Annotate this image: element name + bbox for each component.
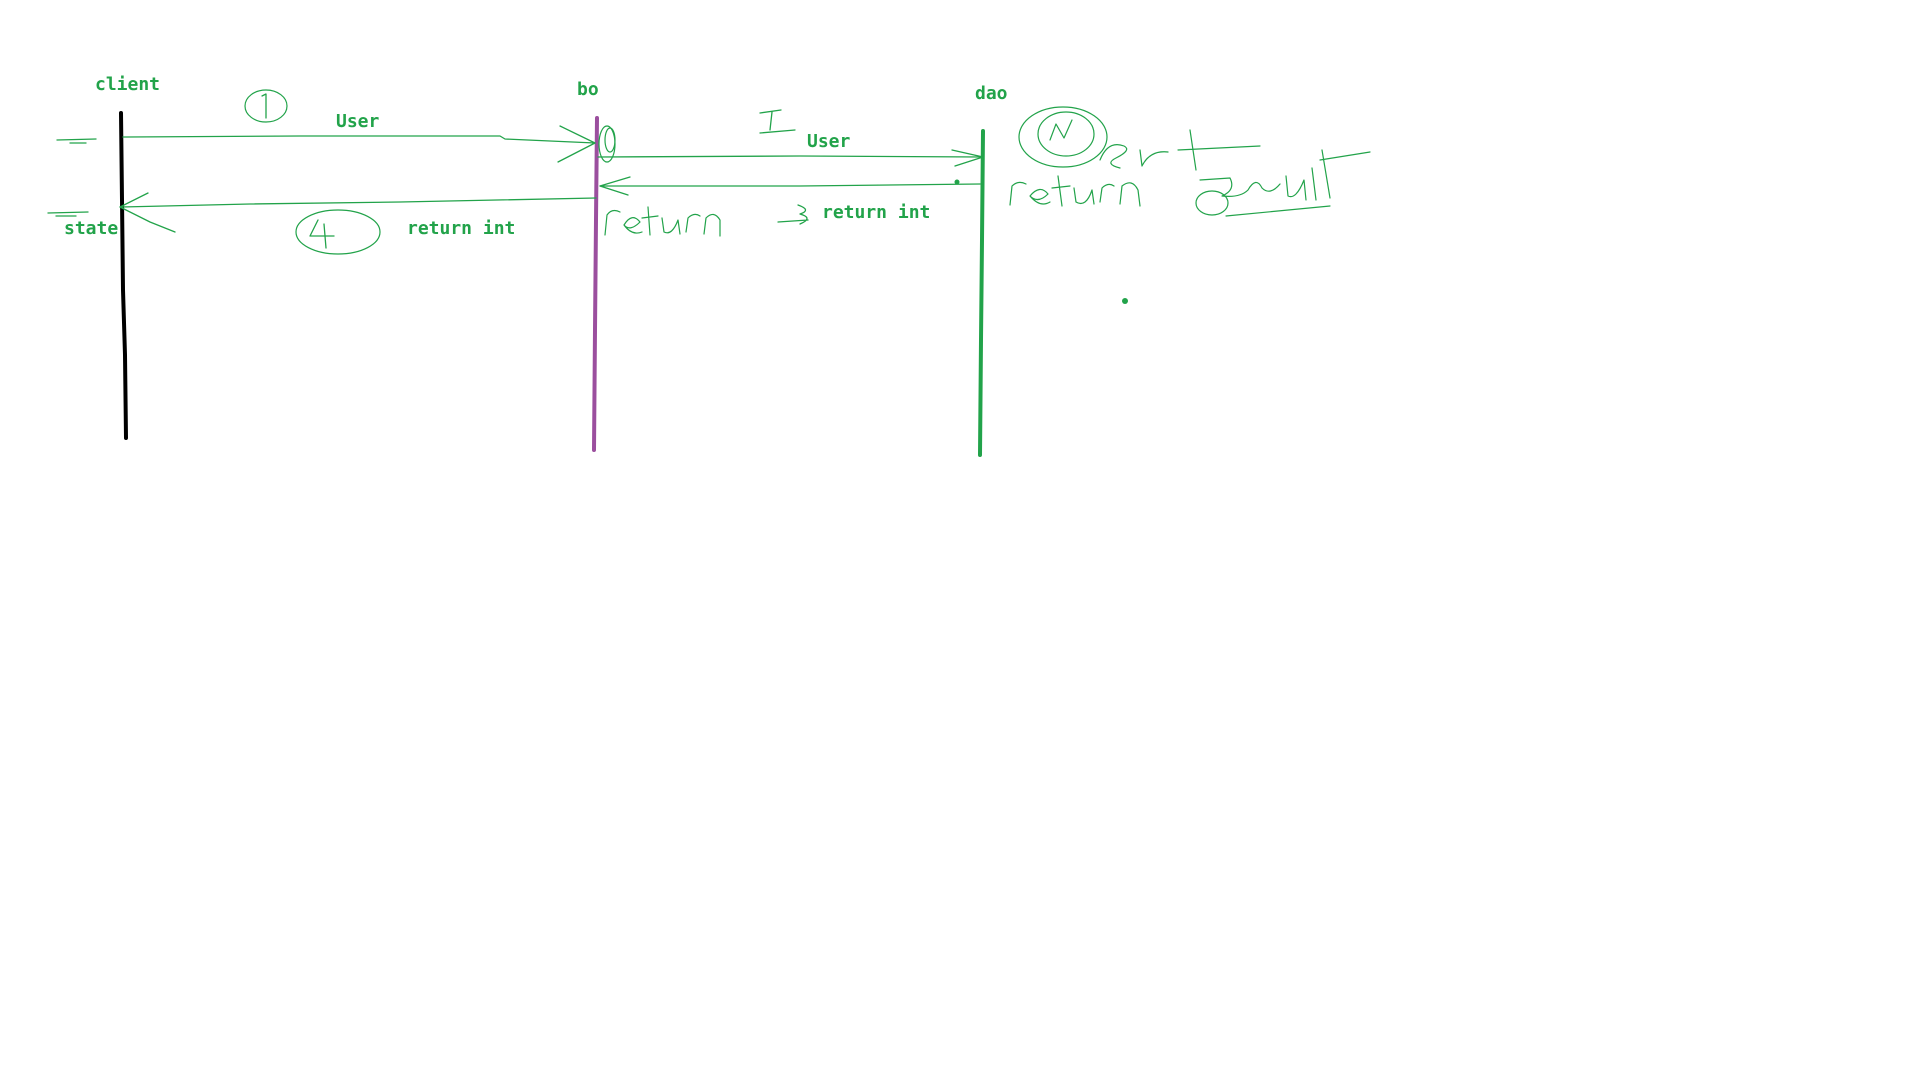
message-4-arrowhead	[119, 192, 176, 233]
message-4-arrow	[119, 197, 597, 208]
message-3-arrowhead	[599, 176, 631, 196]
message-1-number-mark: 1	[244, 89, 288, 123]
message-3-arrow	[599, 183, 981, 187]
message-1-arrow	[122, 135, 596, 144]
message-1-label: User	[336, 111, 380, 132]
message-3-label: return int	[822, 202, 930, 223]
participant-dao-label: dao	[975, 83, 1008, 104]
client-output-tick	[47, 211, 89, 217]
message-2-arrowhead	[951, 149, 984, 167]
bo-scribble-mark	[598, 125, 616, 163]
message-3-number-mark: 3	[777, 204, 809, 225]
dao-lifeline	[978, 129, 985, 457]
stray-dot	[1122, 298, 1128, 304]
message-2-number-mark: 2	[759, 109, 796, 134]
client-state-label: state	[64, 218, 118, 239]
message-4-number-mark: 4	[295, 209, 381, 255]
client-input-tick	[56, 138, 97, 144]
participant-bo-label: bo	[577, 79, 599, 100]
bo-lifeline	[592, 116, 599, 452]
client-lifeline	[119, 111, 128, 440]
dao-dot	[954, 179, 960, 185]
message-2-arrow	[597, 155, 984, 158]
participant-client-label: client	[95, 74, 160, 95]
message-1-arrowhead	[557, 125, 596, 163]
dao-handwritten-result: result	[1195, 149, 1371, 217]
message-4-label: return int	[407, 218, 515, 239]
bo-handwritten-return: return	[604, 206, 721, 237]
dao-handwritten-return: return	[1009, 175, 1141, 207]
message-2-label: User	[807, 131, 851, 152]
dao-handwritten-insert: insert	[1018, 106, 1261, 171]
